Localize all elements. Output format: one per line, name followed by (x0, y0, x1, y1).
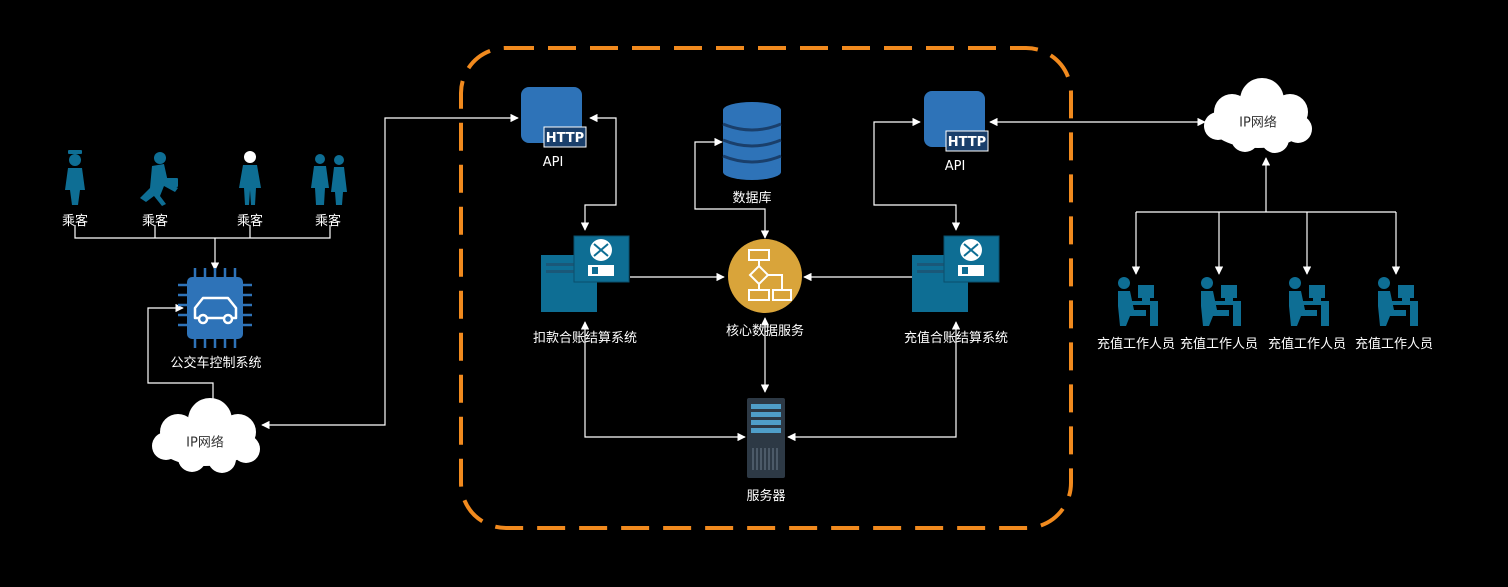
core-data-service (728, 239, 802, 313)
api-right-label: API (944, 159, 966, 174)
edge-api-deduct (580, 113, 617, 231)
person-silhouette-icon (140, 152, 178, 206)
cloud-icon (1204, 78, 1312, 153)
passenger-1-label: 乘客 (61, 214, 89, 229)
flowchart-icon (728, 239, 802, 313)
person-silhouette-icon (65, 150, 85, 205)
deduct-system (541, 235, 630, 312)
person-silhouette-icon (311, 154, 347, 205)
database-icon (722, 102, 782, 180)
svg-text:HTTP: HTTP (546, 131, 584, 146)
staff-4-label: 充值工作人员 (1354, 337, 1434, 352)
edge-cloud-api (261, 113, 519, 430)
staff-3 (1289, 277, 1329, 326)
passenger-4 (311, 154, 347, 205)
ip-network-right-label: IP网络 (1239, 115, 1277, 131)
deduct-system-label: 扣款合账结算系统 (532, 331, 638, 346)
passenger-4-label: 乘客 (314, 214, 342, 229)
staff-at-desk-icon (1201, 277, 1241, 326)
passenger-2 (140, 152, 178, 206)
server-label: 服务器 (746, 489, 786, 504)
ip-network-right (1204, 78, 1312, 153)
ip-network-left (152, 398, 260, 473)
api-right: HTTP (924, 91, 989, 152)
core-service-label: 核心数据服务 (725, 324, 805, 339)
staff-2 (1201, 277, 1241, 326)
staff-1 (1118, 277, 1158, 326)
server-router-icon (541, 235, 630, 312)
database-label: 数据库 (732, 191, 772, 206)
connectors (74, 113, 1401, 442)
edge-bus-cloud (147, 303, 218, 409)
bus-chip-icon (178, 268, 252, 348)
edge-deduct-server (580, 321, 746, 442)
edge-api-recharge (873, 117, 961, 231)
edge-passengers-bus (74, 225, 331, 239)
staff-4 (1378, 277, 1418, 326)
staff-2-label: 充值工作人员 (1179, 337, 1259, 352)
http-api-icon: HTTP (924, 91, 989, 152)
ip-network-left-label: IP网络 (186, 435, 224, 451)
recharge-system (912, 235, 1000, 312)
edge-db-core (694, 137, 770, 239)
staff-1-label: 充值工作人员 (1096, 337, 1176, 352)
bus-control-system (178, 268, 252, 348)
rack-server-icon (747, 398, 785, 478)
staff-at-desk-icon (1118, 277, 1158, 326)
svg-text:HTTP: HTTP (948, 135, 986, 150)
passenger-3-label: 乘客 (236, 214, 264, 229)
database (722, 102, 782, 180)
staff-3-label: 充值工作人员 (1267, 337, 1347, 352)
recharge-system-label: 充值合账结算系统 (903, 331, 1009, 346)
system-boundary (459, 46, 1073, 530)
edge-recharge-server (787, 321, 961, 442)
staff-at-desk-icon (1289, 277, 1329, 326)
passenger-1 (65, 150, 85, 205)
server-router-icon (912, 235, 1000, 312)
staff-at-desk-icon (1378, 277, 1418, 326)
passenger-2-label: 乘客 (141, 214, 169, 229)
http-api-icon: HTTP (521, 87, 587, 148)
passenger-3 (239, 151, 261, 205)
api-left-label: API (542, 155, 564, 170)
api-left: HTTP (521, 87, 587, 148)
person-silhouette-icon (239, 151, 261, 205)
server (747, 398, 785, 478)
cloud-icon (152, 398, 260, 473)
bus-control-label: 公交车控制系统 (170, 356, 262, 371)
